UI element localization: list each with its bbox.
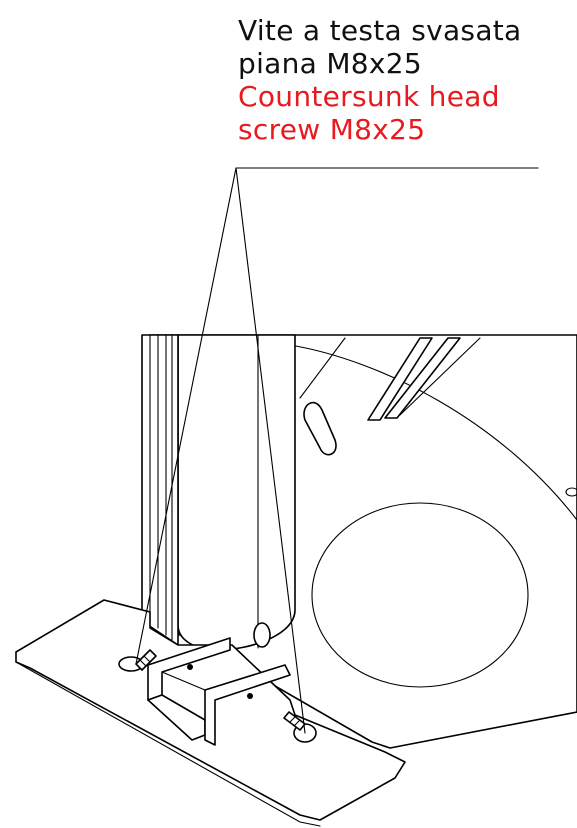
fin-edge-line-2 (399, 337, 481, 416)
angled-fin-1 (367, 337, 433, 421)
round-column (177, 334, 296, 651)
plate-circular-cutout (311, 502, 529, 688)
aluminium-profile (141, 334, 179, 646)
u-bracket-inner-edge (161, 671, 206, 691)
callout-italian-line-2: piana M8x25 (238, 47, 422, 80)
fin-edge-line (299, 337, 346, 399)
plate-thickness-edge (15, 661, 321, 827)
bracket-hole-1 (187, 664, 193, 670)
leader-line-left-screw (135, 167, 237, 665)
column-hole (253, 622, 271, 648)
callout-italian-line-1: Vite a testa svasata (238, 14, 522, 47)
plate-slot (303, 401, 337, 456)
u-bracket-right-wall (204, 664, 291, 746)
plate-curve-edge (289, 344, 577, 521)
callout-english-line-2: screw M8x25 (238, 113, 426, 146)
angled-fin-2 (384, 337, 461, 419)
bracket-hole-2 (247, 693, 253, 699)
plate-small-hole (565, 487, 577, 497)
screw-callout-label: Vite a testa svasata piana M8x25 Counter… (238, 14, 522, 146)
callout-english-line-1: Countersunk head (238, 80, 500, 113)
leader-line-right-screw (235, 167, 306, 734)
